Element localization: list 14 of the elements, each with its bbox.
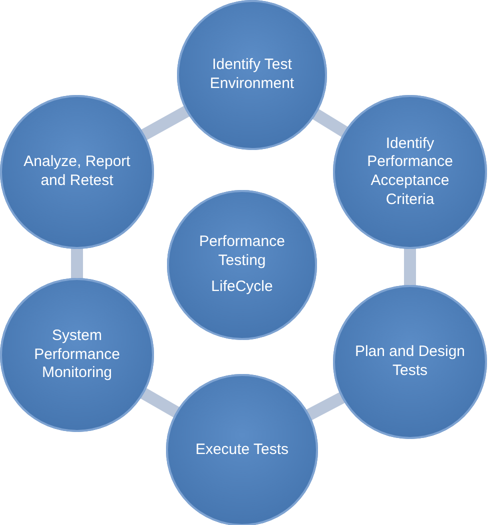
node-label: Identify Performance Acceptance Criteria xyxy=(366,134,454,210)
connector-bar xyxy=(304,391,346,421)
connector-bar xyxy=(139,387,181,418)
node-label: Execute Tests xyxy=(195,440,289,460)
connector-bar xyxy=(71,247,83,280)
connector-bar xyxy=(140,105,192,141)
connector-bar xyxy=(404,247,416,287)
node-label: Plan and Design Tests xyxy=(354,343,466,381)
node-label: LifeCycle xyxy=(211,278,273,298)
node-label: Performance Testing xyxy=(198,232,286,270)
node-label: System Performance Monitoring xyxy=(33,326,121,384)
node-label: Identify Test Environment xyxy=(208,56,296,94)
connector-bar xyxy=(311,108,350,138)
node-label: Analyze, Report and Retest xyxy=(22,153,132,191)
